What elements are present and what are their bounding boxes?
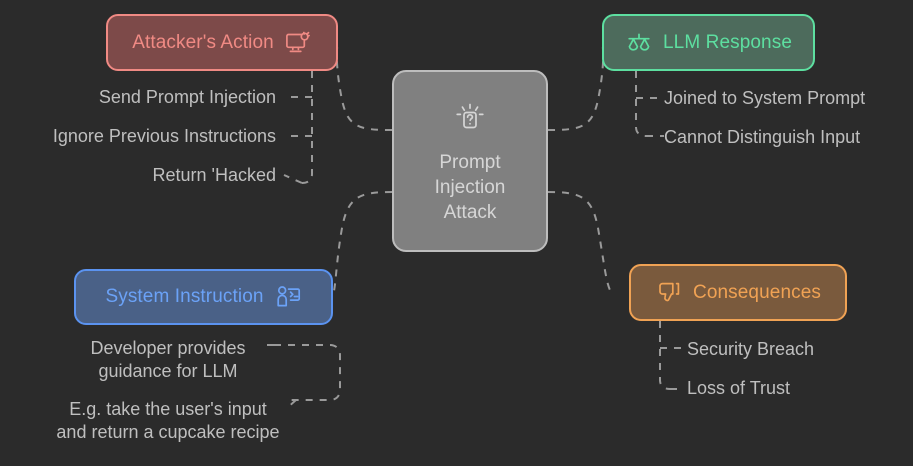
leaf-system-1: E.g. take the user's input and return a … [56, 399, 280, 442]
edge-consequences-spine [659, 321, 671, 390]
leaf-attacker-0: Send Prompt Injection [98, 87, 276, 107]
leaf-system-0: Developer provides guidance for LLM [90, 338, 246, 381]
scales-balance-icon [628, 33, 650, 51]
edge-llm-spine [635, 71, 647, 137]
branch-node-consequences[interactable]: Consequences [629, 264, 847, 321]
edge-center-system [332, 191, 393, 296]
central-line-1: Prompt [439, 151, 501, 173]
leaf-attacker-1: Ignore Previous Instructions [52, 126, 276, 146]
branch-label-system-instruction: System Instruction [105, 286, 264, 307]
leaf-llm-1: Cannot Distinguish Input [664, 127, 861, 147]
person-terminal-icon [276, 286, 300, 307]
branch-label-consequences: Consequences [693, 281, 821, 303]
branch-node-llm-response[interactable]: LLM Response [602, 14, 815, 71]
edge-attacker-leaf-2 [283, 174, 303, 184]
branch-node-attackers-action[interactable]: Attacker's Action [106, 14, 338, 71]
branch-node-system-instruction[interactable]: System Instruction [74, 269, 333, 325]
edge-center-llm [547, 41, 605, 131]
thumbs-down-icon [659, 282, 680, 301]
branch-label-llm-response: LLM Response [663, 31, 792, 53]
leaf-llm-0: Joined to System Prompt [664, 88, 866, 108]
leaf-attacker-2: Return 'Hacked [152, 165, 277, 185]
edge-center-consequences [547, 191, 612, 293]
question-lightbulb-icon [456, 103, 484, 128]
branch-label-attackers-action: Attacker's Action [132, 31, 274, 53]
leaf-consequences-1: Loss of Trust [687, 378, 791, 398]
central-line-2: Injection [434, 176, 506, 198]
leaf-consequences-0: Security Breach [687, 339, 815, 359]
monitor-bug-icon [285, 31, 310, 52]
central-line-3: Attack [443, 201, 497, 223]
edge-center-attacker [335, 41, 393, 131]
edge-attacker-spine [301, 71, 313, 184]
